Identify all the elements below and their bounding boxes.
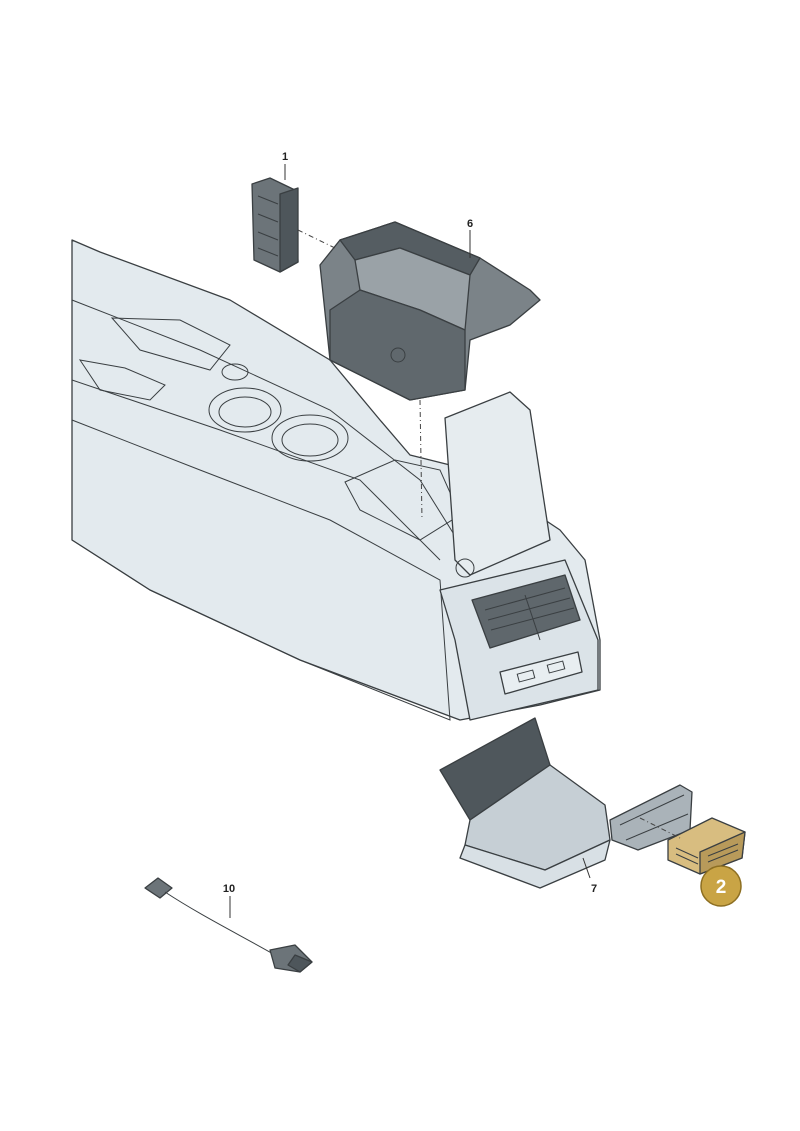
part-7-bracket xyxy=(439,717,693,889)
center-console xyxy=(71,239,601,721)
console-front-shelf xyxy=(110,317,231,371)
highlight-badge-label: 2 xyxy=(716,877,727,898)
callout-7: 7 xyxy=(591,883,597,895)
assembly-lines xyxy=(297,229,681,839)
callout-10: 10 xyxy=(223,883,235,895)
callout-6: 6 xyxy=(467,218,473,230)
callout-1: 1 xyxy=(282,151,288,163)
rear-usb-ports xyxy=(499,651,583,695)
rear-air-vent xyxy=(471,574,581,649)
cup-holders xyxy=(208,387,349,462)
part-2-connector-highlighted xyxy=(667,817,746,875)
part-6-housing xyxy=(319,221,541,401)
highlight-badge: 2 xyxy=(700,865,742,907)
part-10-cable xyxy=(144,877,313,973)
leader-lines xyxy=(229,164,591,918)
part-1-module xyxy=(251,177,299,273)
console-side-skirt xyxy=(71,419,451,721)
armrest-lid xyxy=(444,391,551,576)
